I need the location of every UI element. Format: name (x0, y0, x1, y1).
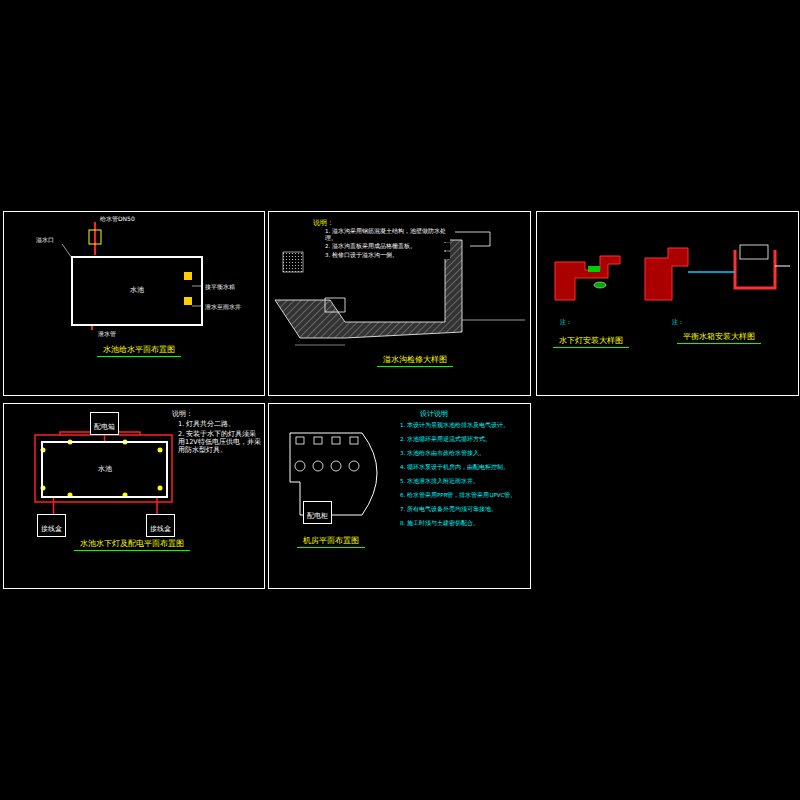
pool-outline: 水池 (41, 441, 168, 498)
valve-box (89, 230, 101, 244)
grating-detail (283, 252, 303, 272)
coping (455, 232, 490, 246)
light-symbol (68, 440, 73, 445)
equipment-box: 接线盒 (146, 514, 175, 537)
annotation: 3. 水池给水由市政给水管接入。 (400, 450, 525, 457)
dimension-line (295, 345, 345, 346)
annotation: 说明： (313, 219, 334, 227)
annotation: 2. 水池循环采用逆流式循环方式。 (400, 436, 525, 443)
annotation: 1. 溢水沟采用钢筋混凝土结构，池壁做防水处理。 (325, 228, 450, 242)
light-symbol (123, 440, 128, 445)
equipment-box: 接线盒 (37, 514, 66, 537)
drawing-sheet: 溢水沟检修大样图 (268, 211, 531, 396)
box-label: 接线盒 (41, 525, 62, 533)
equipment-box: 配电箱 (90, 412, 119, 435)
leader-line (192, 306, 203, 307)
drawing-sheet: 水下灯安装大样图 平衡水箱安装大样图 (536, 211, 799, 396)
pumps (295, 437, 359, 471)
leader-line (192, 286, 203, 287)
box-label: 配电箱 (94, 423, 115, 431)
room-outline (290, 433, 377, 515)
wall-section (645, 248, 688, 300)
tank-wall (735, 250, 775, 288)
light-symbol (158, 486, 163, 491)
annotation: 1. 灯具共分二路。 (178, 420, 262, 428)
overflow-pipe (775, 266, 790, 267)
annotation: 溢水口 (36, 236, 54, 244)
annotation: 4. 循环水泵设于机房内，由配电柜控制。 (400, 464, 525, 471)
outlet-mark (184, 297, 192, 305)
sheet-title: 平衡水箱安装大样图 (677, 332, 761, 344)
light-symbol (41, 486, 46, 491)
pipe-line (462, 320, 525, 321)
pump-base (350, 437, 358, 444)
sheet-title: 溢水沟检修大样图 (377, 355, 453, 367)
cable-connector (104, 435, 106, 441)
cable-connector (53, 498, 55, 514)
leader-line (62, 244, 72, 258)
annotation: 给水管DN50 (100, 215, 135, 223)
annotation: 泄水至雨水井 (205, 303, 241, 311)
wall-section (555, 256, 620, 300)
light-symbol (41, 448, 46, 453)
pump-base (332, 437, 340, 444)
tank-cover (740, 245, 768, 259)
box-label: 接线盒 (150, 525, 171, 533)
sheet-title: 水下灯安装大样图 (553, 336, 629, 348)
annotation: 7. 所有电气设备外壳均须可靠接地。 (400, 506, 525, 513)
pump-base (296, 437, 304, 444)
pump-symbol (295, 461, 305, 471)
lamp-body (588, 266, 600, 272)
supply-pipe (94, 222, 96, 255)
annotation: 注： (672, 318, 684, 326)
annotation: 说明： (172, 410, 193, 419)
drain-pipe (91, 325, 93, 330)
annotation: 5. 水池泄水排入附近雨水井。 (400, 478, 525, 485)
pump-symbol (349, 461, 359, 471)
annotation: 接平衡水箱 (205, 283, 235, 291)
drawing-sheet: 水池水下灯及配电平面布置图 水池 配电箱接线盒 接线盒 (3, 403, 265, 589)
sheet-title: 机房平面布置图 (297, 536, 365, 548)
gutter (325, 298, 345, 312)
concrete-section (275, 240, 462, 338)
annotation: 1. 本设计为景观水池给排水及电气设计。 (400, 422, 525, 429)
light-symbol (158, 448, 163, 453)
outlet-mark (184, 272, 192, 280)
lamp-symbol (594, 282, 606, 288)
light-symbol (68, 493, 73, 498)
annotation: 3. 检修口设于溢水沟一侧。 (325, 252, 450, 259)
drawing-sheet: 机房平面布置图 配电柜 (268, 403, 531, 589)
sheet-title: 水池水下灯及配电平面布置图 (74, 539, 190, 551)
annotation: 2. 溢水沟盖板采用成品格栅盖板。 (325, 243, 450, 250)
annotation: 设计说明 (420, 410, 448, 419)
box-label: 配电柜 (307, 512, 328, 520)
annotation: 2. 安装于水下的灯具须采用12V特低电压供电，并采用防水型灯具。 (178, 430, 262, 454)
equipment-box: 配电柜 (303, 501, 332, 524)
pump-symbol (331, 461, 341, 471)
annotation: 泄水管 (98, 330, 116, 338)
cable-route (35, 435, 172, 502)
drawing-sheet: 水池给水平面布置图 水池 (3, 211, 265, 396)
sheet-title: 水池给水平面布置图 (97, 345, 181, 357)
pump-symbol (313, 461, 323, 471)
light-symbol (123, 493, 128, 498)
balance-pipe (688, 271, 735, 273)
cable-connector (156, 498, 158, 514)
underwater-lights (41, 440, 163, 498)
annotation: 注： (560, 318, 572, 326)
box-label: 水池 (98, 466, 112, 474)
pump-base (314, 437, 322, 444)
cable-route (60, 432, 140, 435)
pool-outline: 水池 (71, 256, 203, 326)
box-label: 水池 (130, 287, 144, 295)
annotation: 8. 施工时须与土建密切配合。 (400, 520, 525, 527)
annotation: 6. 给水管采用PPR管，排水管采用UPVC管。 (400, 492, 525, 499)
